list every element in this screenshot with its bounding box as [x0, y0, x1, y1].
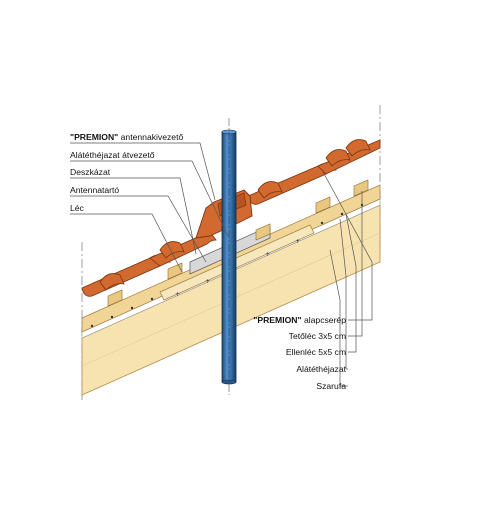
- label-boarding: Deszkázat: [70, 167, 111, 177]
- label-premion-base-tile: "PREMION" alapcserép: [253, 315, 346, 325]
- label-premion-antenna-exit: "PREMION" antennakivezető: [70, 132, 184, 142]
- boarding: [159, 224, 315, 301]
- leader-line: [70, 142, 216, 201]
- svg-text:+: +: [295, 238, 300, 245]
- roof-tile: [325, 149, 351, 167]
- leader-line: [321, 169, 373, 321]
- label-underlay-passthrough: Alátéthéjazat átvezető: [70, 150, 155, 160]
- leader-line: [70, 160, 229, 237]
- svg-text:+: +: [265, 251, 270, 258]
- roof-tile: [99, 273, 125, 291]
- leader-line: [339, 218, 348, 370]
- svg-text:+: +: [175, 291, 180, 298]
- leader-line: [348, 191, 363, 337]
- roof-tile: [159, 241, 185, 259]
- leader-line: [70, 195, 207, 263]
- leader-lines-right: [321, 169, 373, 387]
- label-counter-batten: Ellenléc 5x5 cm: [285, 347, 346, 357]
- roof-tiles: [81, 139, 381, 297]
- roof-tile: [345, 139, 371, 157]
- leader-line: [345, 213, 357, 353]
- roof-tile: [257, 181, 283, 199]
- roof-battens: [107, 179, 369, 307]
- leader-line: [329, 249, 348, 387]
- label-rafter: Szarufa: [316, 381, 346, 391]
- label-batten: Léc: [70, 203, 84, 213]
- label-roof-batten: Tetőléc 3x5 cm: [288, 331, 346, 341]
- label-antenna-holder: Antennatartó: [70, 185, 120, 195]
- leader-line: [70, 213, 183, 273]
- leader-line: [70, 177, 197, 255]
- leader-lines-left: [70, 142, 229, 273]
- label-underlay: Alátéthéjazat: [296, 364, 346, 374]
- svg-text:+: +: [205, 278, 210, 285]
- boarding-markers: + + + +: [175, 238, 300, 298]
